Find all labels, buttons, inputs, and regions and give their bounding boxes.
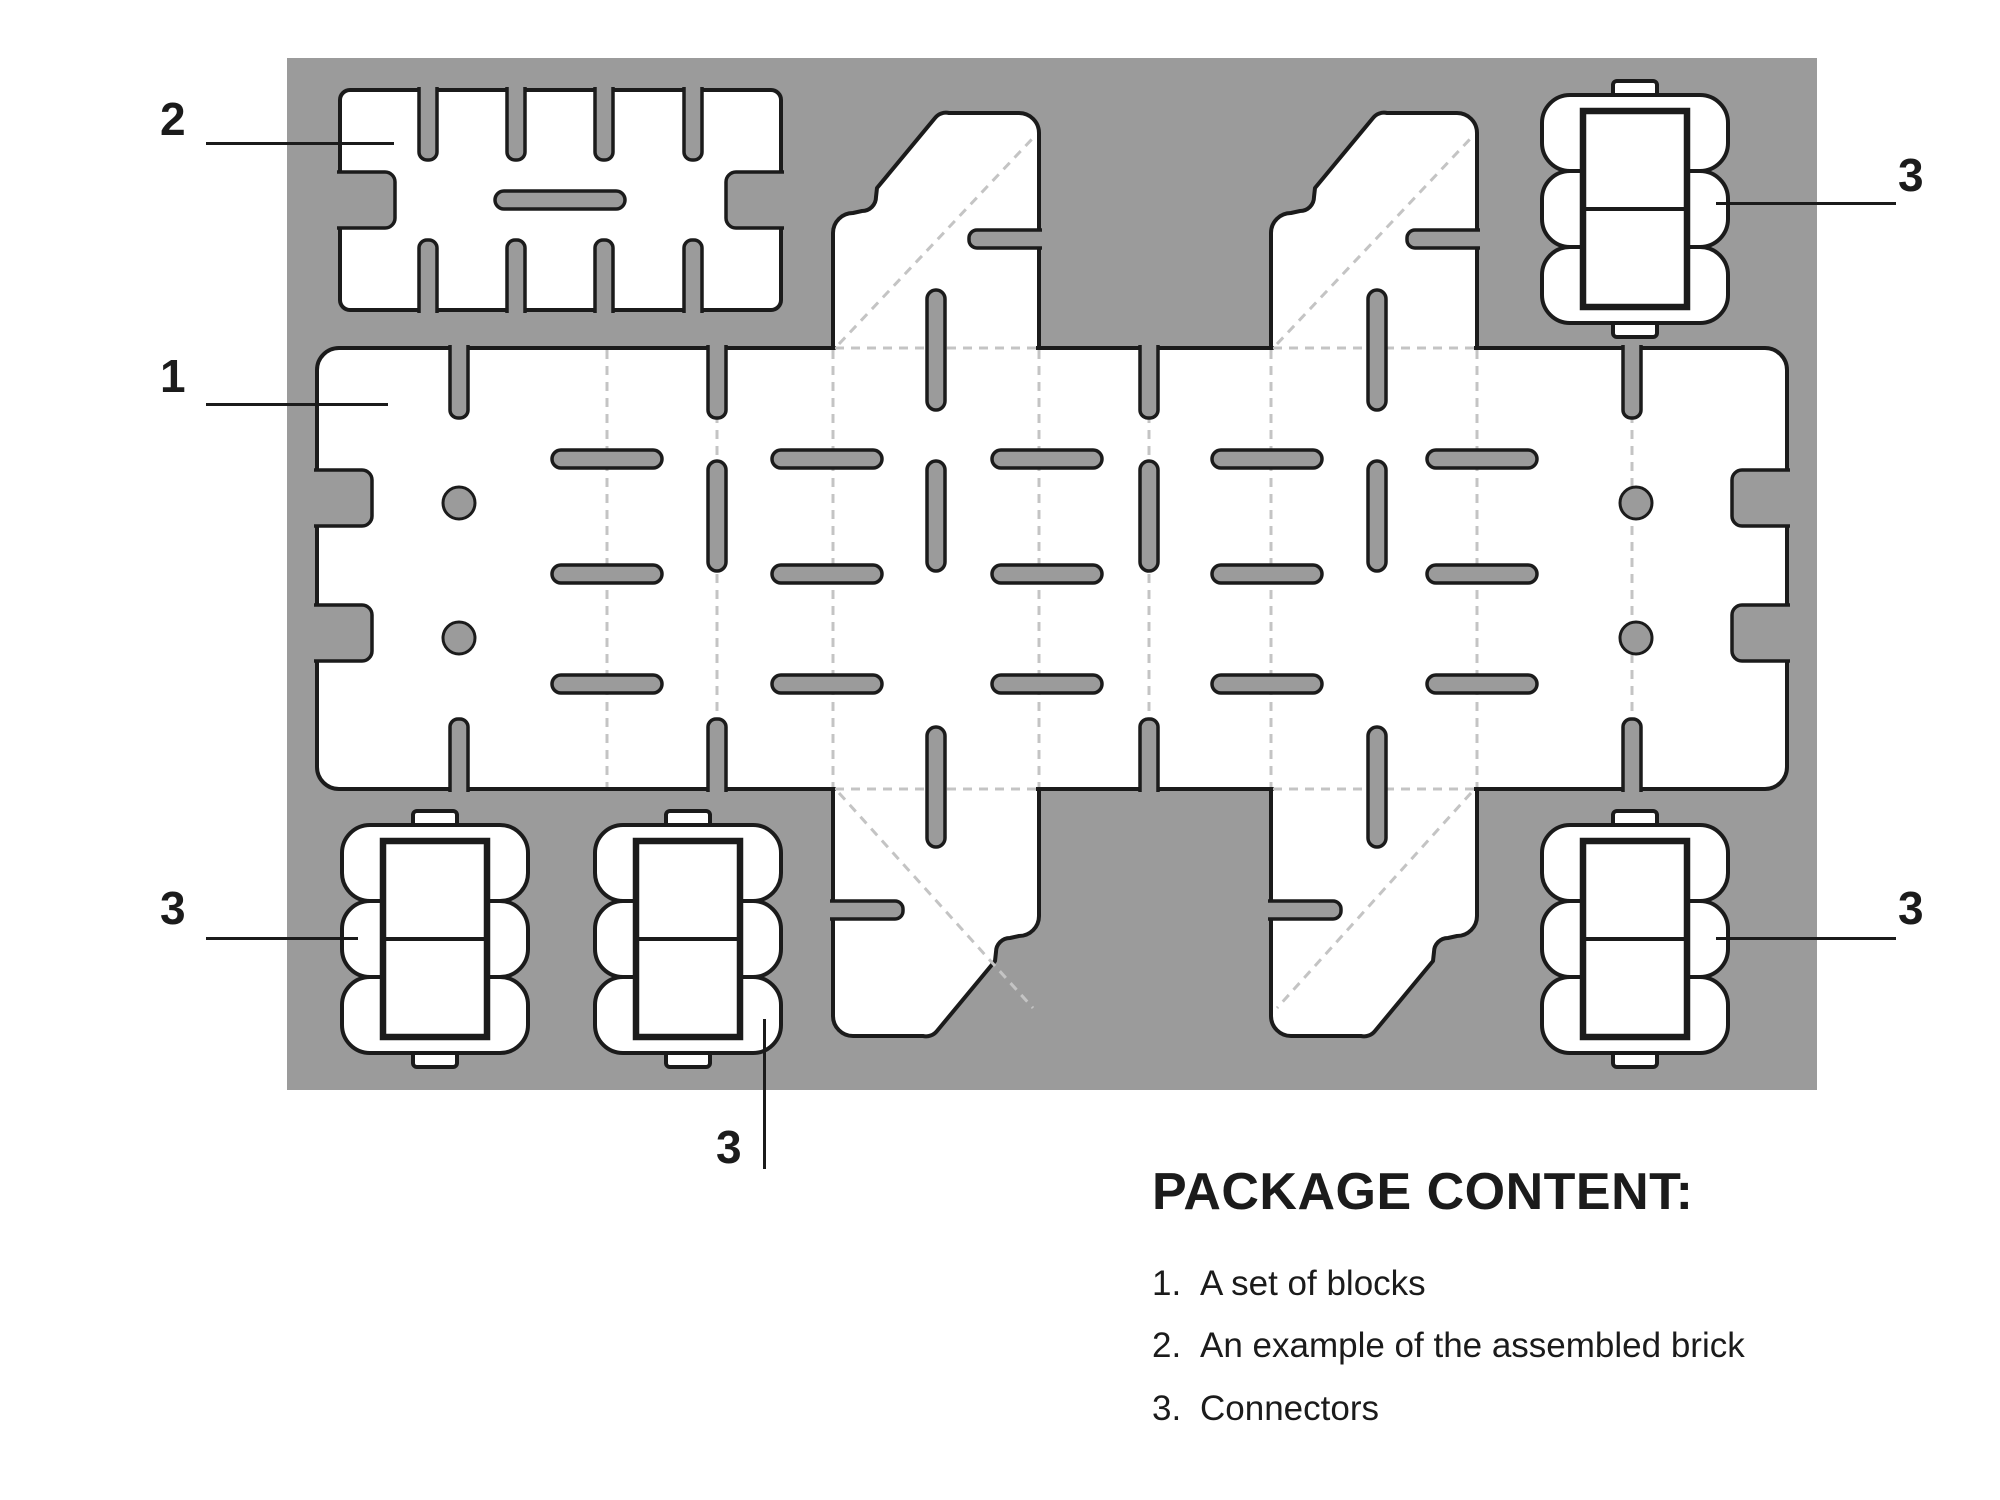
- block-set: [311, 110, 1793, 1039]
- connector-bottom-right: [1542, 811, 1728, 1067]
- callout-connector-bottom-right: 3: [1898, 882, 1924, 934]
- connector-bottom-center: [595, 811, 781, 1067]
- legend-item: 2. An example of the assembled brick: [1152, 1322, 1745, 1369]
- callout-connector-bottom-left: 3: [160, 882, 186, 934]
- legend: PACKAGE CONTENT: 1. A set of blocks 2. A…: [1152, 1162, 1745, 1447]
- diagram-canvas: [311, 58, 1793, 1090]
- callout-assembled-brick: 2: [160, 93, 186, 145]
- callout-line-connector-bottom-right: [1716, 937, 1896, 940]
- legend-item: 3. Connectors: [1152, 1385, 1745, 1432]
- callout-line-block-set: [206, 403, 388, 406]
- callout-line-assembled-brick: [206, 142, 394, 145]
- legend-item-text: An example of the assembled brick: [1200, 1326, 1745, 1366]
- callout-block-set: 1: [160, 350, 186, 402]
- legend-title: PACKAGE CONTENT:: [1152, 1163, 1694, 1221]
- legend-item-number: 3.: [1152, 1388, 1182, 1428]
- legend-item-number: 1.: [1152, 1264, 1182, 1303]
- legend-item-text: A set of blocks: [1200, 1264, 1426, 1303]
- legend-item: 1. A set of blocks: [1152, 1260, 1745, 1307]
- package-sheet: [287, 58, 1817, 1090]
- legend-item-text: Connectors: [1200, 1388, 1379, 1428]
- callout-line-connector-bottom-left: [206, 937, 358, 940]
- callout-connector-bottom-center: 3: [716, 1121, 742, 1173]
- callout-line-connector-bottom-center: [763, 1019, 766, 1169]
- callout-connector-top-right: 3: [1898, 149, 1924, 201]
- callout-line-connector-top-right: [1716, 202, 1896, 205]
- connector-bottom-left: [342, 811, 528, 1067]
- assembled-brick: [334, 84, 787, 316]
- legend-item-number: 2.: [1152, 1326, 1182, 1366]
- connector-top-right: [1542, 81, 1728, 337]
